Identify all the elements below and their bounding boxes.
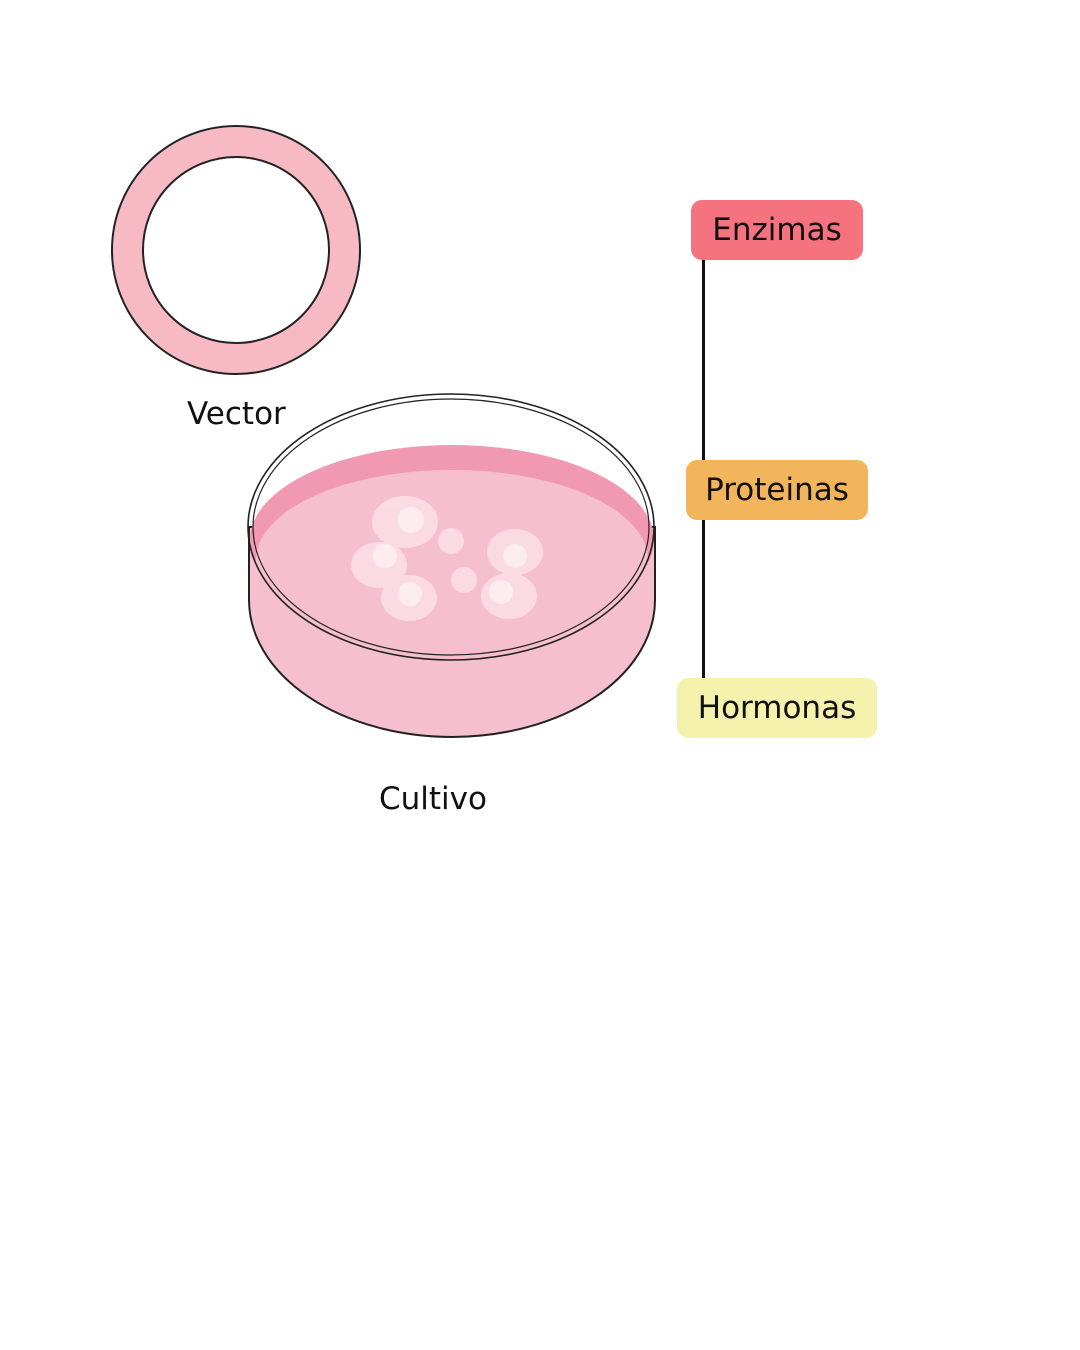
vector-label: Vector	[187, 396, 286, 432]
petri-dish-icon	[247, 393, 656, 738]
connector-line-lower	[702, 518, 705, 680]
product-tag-hormonas: Hormonas	[677, 678, 877, 738]
product-tag-proteinas: Proteinas	[686, 460, 868, 520]
cultivo-label: Cultivo	[379, 781, 487, 817]
product-tag-enzimas: Enzimas	[691, 200, 863, 260]
connector-line-upper	[702, 258, 705, 462]
plasmid-ring-icon	[111, 125, 361, 375]
